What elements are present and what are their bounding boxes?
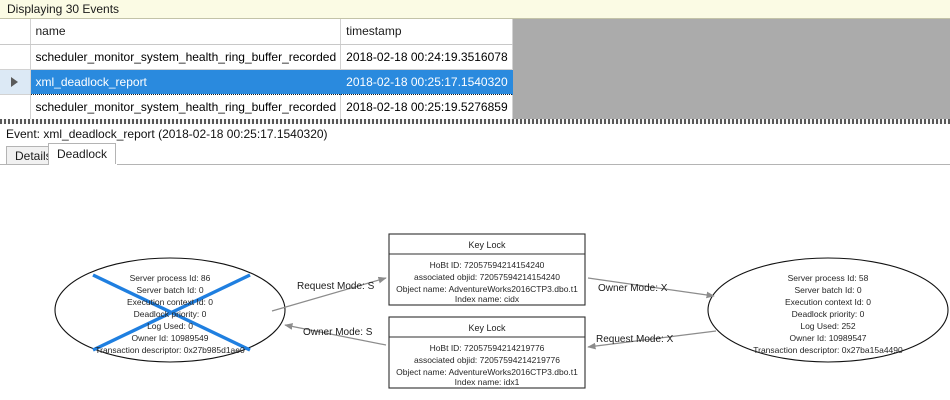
- detail-tabstrip: Details Deadlock: [0, 143, 950, 165]
- horizontal-splitter[interactable]: [0, 119, 950, 124]
- resource-node-key-lock-upper[interactable]: Key Lock HoBt ID: 72057594214154240 asso…: [388, 233, 586, 306]
- edge-label-request-x: Request Mode: X: [596, 334, 674, 345]
- resource-lower-title: Key Lock: [468, 323, 506, 333]
- edge-label-owner-s: Owner Mode: S: [303, 327, 373, 338]
- table-row-selected[interactable]: xml_deadlock_report 2018-02-18 00:25:17.…: [0, 68, 513, 95]
- cell-name[interactable]: scheduler_monitor_system_health_ring_buf…: [30, 44, 342, 70]
- survivor-line-0: Server process Id: 58: [788, 273, 869, 283]
- victim-line-4: Log Used: 0: [147, 321, 193, 331]
- status-bar-text: Displaying 30 Events: [7, 2, 120, 16]
- edge-owner-mode-x: Owner Mode: X: [587, 277, 715, 299]
- resource-upper-line-3: Index name: cidx: [455, 294, 520, 304]
- edge-request-mode-s: Request Mode: S: [271, 276, 387, 312]
- survivor-line-2: Execution context Id: 0: [785, 297, 871, 307]
- resource-lower-line-1: associated objid: 72057594214219776: [414, 355, 560, 365]
- event-detail-header-text: Event: xml_deadlock_report (2018-02-18 0…: [6, 126, 328, 141]
- victim-line-1: Server batch Id: 0: [136, 285, 203, 295]
- survivor-line-6: Transaction descriptor: 0x27ba15a4490: [753, 345, 903, 355]
- victim-line-2: Execution context Id: 0: [127, 297, 213, 307]
- row-selector-cell-active[interactable]: [0, 68, 31, 95]
- tabstrip-active-notch: [49, 164, 117, 166]
- current-row-arrow-icon: [11, 77, 19, 88]
- victim-line-6: Transaction descriptor: 0x27b985d1ae0: [95, 345, 245, 355]
- tab-details[interactable]: Details: [6, 146, 61, 165]
- surviving-process-ellipse[interactable]: [707, 257, 949, 363]
- resource-lower-line-3: Index name: idx1: [455, 377, 520, 387]
- survivor-line-1: Server batch Id: 0: [794, 285, 861, 295]
- table-row[interactable]: scheduler_monitor_system_health_ring_buf…: [0, 94, 513, 119]
- column-header-timestamp[interactable]: timestamp: [340, 19, 513, 45]
- events-table-body: scheduler_monitor_system_health_ring_buf…: [0, 44, 513, 119]
- cell-timestamp[interactable]: 2018-02-18 00:24:19.3516078: [340, 44, 513, 70]
- column-header-name[interactable]: name: [30, 19, 342, 45]
- deadlock-graph-canvas[interactable]: Server process Id: 86 Server batch Id: 0…: [0, 165, 950, 400]
- cell-timestamp[interactable]: 2018-02-18 00:25:17.1540320: [340, 68, 513, 95]
- cell-timestamp[interactable]: 2018-02-18 00:25:19.5276859: [340, 94, 513, 119]
- cell-name[interactable]: scheduler_monitor_system_health_ring_buf…: [30, 94, 342, 119]
- table-header-row: name timestamp: [0, 19, 513, 45]
- edge-line-owner-s: [284, 323, 387, 346]
- survivor-line-4: Log Used: 252: [800, 321, 856, 331]
- resource-upper-title: Key Lock: [468, 240, 506, 250]
- deadlock-victim-cross-icon: [92, 273, 251, 352]
- resource-lower-line-2: Object name: AdventureWorks2016CTP3.dbo.…: [396, 367, 578, 377]
- events-grid[interactable]: name timestamp scheduler_monitor_system_…: [0, 19, 950, 119]
- edge-owner-mode-s: Owner Mode: S: [284, 323, 387, 346]
- resource-lower-box[interactable]: [388, 316, 586, 389]
- resource-node-key-lock-lower[interactable]: Key Lock HoBt ID: 72057594214219776 asso…: [388, 316, 586, 389]
- victim-line-5: Owner Id: 10989549: [131, 333, 208, 343]
- event-detail-header: Event: xml_deadlock_report (2018-02-18 0…: [0, 124, 950, 143]
- survivor-line-5: Owner Id: 10989547: [789, 333, 866, 343]
- survivor-line-3: Deadlock priority: 0: [792, 309, 865, 319]
- edge-line-request-s: [271, 276, 387, 312]
- resource-upper-line-2: Object name: AdventureWorks2016CTP3.dbo.…: [396, 284, 578, 294]
- resource-lower-line-0: HoBt ID: 72057594214219776: [430, 343, 545, 353]
- cell-name[interactable]: xml_deadlock_report: [30, 68, 342, 95]
- edge-line-owner-x: [587, 277, 715, 299]
- events-table: name timestamp scheduler_monitor_system_…: [0, 19, 513, 119]
- column-header-selector: [0, 19, 31, 45]
- victim-line-3: Deadlock priority: 0: [134, 309, 207, 319]
- edge-line-request-x: [587, 330, 717, 350]
- row-selector-cell[interactable]: [0, 94, 31, 119]
- tab-deadlock[interactable]: Deadlock: [48, 143, 117, 165]
- victim-process-node[interactable]: Server process Id: 86 Server batch Id: 0…: [54, 257, 286, 363]
- table-row[interactable]: scheduler_monitor_system_health_ring_buf…: [0, 44, 513, 70]
- edge-label-owner-x: Owner Mode: X: [598, 283, 668, 294]
- resource-upper-line-1: associated objid: 72057594214154240: [414, 272, 560, 282]
- victim-line-0: Server process Id: 86: [130, 273, 211, 283]
- status-bar: Displaying 30 Events: [0, 0, 950, 19]
- resource-upper-box[interactable]: [388, 233, 586, 306]
- tabstrip-underline: [0, 164, 950, 165]
- surviving-process-node[interactable]: Server process Id: 58 Server batch Id: 0…: [707, 257, 949, 363]
- edge-label-request-s: Request Mode: S: [297, 281, 375, 292]
- resource-upper-line-0: HoBt ID: 72057594214154240: [430, 260, 545, 270]
- row-selector-cell[interactable]: [0, 44, 31, 70]
- edge-request-mode-x: Request Mode: X: [587, 330, 717, 350]
